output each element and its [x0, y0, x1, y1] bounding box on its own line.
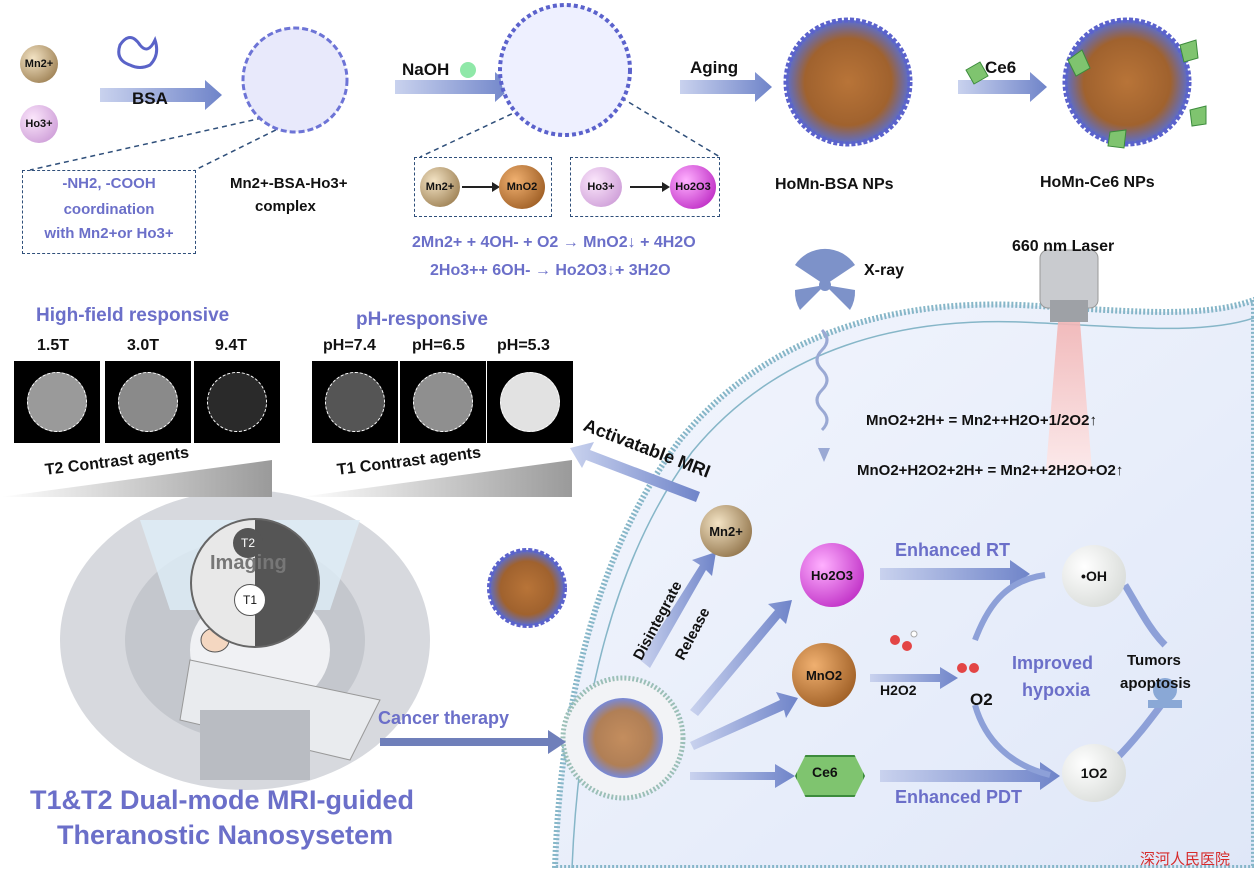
imaging-label: Imaging: [210, 552, 287, 574]
laser-label: 660 nm Laser: [1012, 238, 1115, 255]
phantom: [325, 372, 385, 432]
ho2o3-cell-sphere: Ho2O3: [800, 543, 864, 607]
enhanced-rt-label: Enhanced RT: [895, 540, 1011, 560]
main-title-line2: Theranostic Nanosysetem: [57, 820, 394, 850]
mn-released-label: Mn2+: [709, 523, 743, 539]
hydroxyl-label: •OH: [1081, 568, 1107, 584]
ce6-cell-shape: [795, 755, 865, 797]
hydroxyl-radical: •OH: [1062, 545, 1126, 607]
phantom: [27, 372, 87, 432]
mn-conversion-box: [414, 157, 552, 217]
phantom: [207, 372, 267, 432]
ho2o3-cell-label: Ho2O3: [811, 567, 853, 583]
equation-4: MnO2+H2O2+2H+ = Mn2++2H2O+O2↑: [857, 462, 1124, 479]
phantom: [500, 372, 560, 432]
ph-label-1: pH=7.4: [323, 337, 376, 354]
ho2o3-sphere-label: Ho2O3: [675, 181, 711, 193]
singlet-oxygen-label: 1O2: [1080, 765, 1108, 781]
mn-released-ion: Mn2+: [700, 505, 752, 557]
improved-label-1: Improved: [1012, 653, 1094, 673]
naoh-label: NaOH: [402, 60, 450, 79]
mn-ion-label: Mn2+: [24, 58, 54, 70]
tumor-apoptosis-icon: [1148, 678, 1182, 708]
equation-3: MnO2+2H+ = Mn2++H2O+1/2O2↑: [866, 412, 1097, 429]
complex-label-1: Mn2+-BSA-Ho3+: [230, 175, 348, 192]
ho-ion-small: Ho3+: [580, 167, 622, 207]
coordination-line1: -NH2, -COOH: [62, 175, 156, 192]
ho-conversion-box: [570, 157, 720, 217]
bsa-protein-icon: [117, 35, 159, 69]
mri-ph-5-3: [487, 361, 573, 443]
o2-label: O2: [970, 690, 993, 709]
bsa-label: BSA: [132, 89, 168, 108]
tumors-label-2: apoptosis: [1120, 675, 1191, 692]
ce6-cell-label: Ce6: [812, 764, 838, 780]
t2-badge: T2: [233, 528, 263, 558]
mno2-sphere: MnO2: [499, 165, 545, 209]
mno2-cell-sphere: MnO2: [792, 643, 856, 707]
ph-title: pH-responsive: [356, 309, 488, 330]
equation-2: 2Ho3++ 6OH- → Ho2O3↓+ 3H2O: [430, 262, 671, 279]
coordination-box: -NH2, -COOH coordination with Mn2+or Ho3…: [22, 170, 196, 254]
tumors-label-1: Tumors: [1127, 652, 1181, 669]
ce6-top-label: Ce6: [985, 58, 1017, 77]
mn-ion-small-label: Mn2+: [425, 181, 455, 193]
field-label-1: 1.5T: [37, 337, 70, 354]
complex-label-2: complex: [255, 198, 316, 215]
watermark-text: 深河人民医院: [1140, 850, 1231, 868]
mri-9-4t: [194, 361, 280, 443]
mri-ph-6-5: [400, 361, 486, 443]
singlet-oxygen: 1O2: [1062, 744, 1126, 802]
mn-ion-small: Mn2+: [420, 167, 460, 207]
ph-label-2: pH=6.5: [412, 337, 465, 354]
high-field-title: High-field responsive: [36, 305, 230, 326]
equation-1: 2Mn2+ + 4OH- + O2 → MnO2↓ + 4H2O: [412, 234, 696, 251]
radiation-icon: [794, 248, 856, 310]
xray-label: X-ray: [864, 262, 905, 279]
cancer-therapy-label: Cancer therapy: [378, 708, 510, 728]
t1-badge: T1: [234, 584, 266, 616]
ho-ion-small-label: Ho3+: [587, 181, 615, 193]
ph-label-3: pH=5.3: [497, 337, 550, 354]
ho-ion-label: Ho3+: [25, 118, 53, 130]
aging-label: Aging: [690, 58, 739, 77]
coordination-line2: coordination: [63, 201, 155, 218]
mno2-sphere-label: MnO2: [506, 181, 538, 193]
ho2o3-sphere: Ho2O3: [670, 165, 716, 209]
field-label-3: 9.4T: [215, 337, 248, 354]
enhanced-pdt-label: Enhanced PDT: [895, 787, 1023, 807]
mri-3-0t: [105, 361, 191, 443]
mno2-cell-label: MnO2: [805, 667, 843, 683]
mri-ph-7-4: [312, 361, 398, 443]
main-title-line1: T1&T2 Dual-mode MRI-guided: [30, 785, 414, 815]
phantom: [413, 372, 473, 432]
improved-label-2: hypoxia: [1022, 680, 1091, 700]
h2o2-label: H2O2: [880, 682, 917, 698]
ho-ion: Ho3+: [20, 105, 58, 143]
phantom: [118, 372, 178, 432]
field-label-2: 3.0T: [127, 337, 160, 354]
coordination-line3: with Mn2+or Ho3+: [44, 225, 174, 242]
homn-bsa-label: HoMn-BSA NPs: [775, 176, 894, 193]
homn-ce6-label: HoMn-Ce6 NPs: [1040, 174, 1155, 191]
mn-ion: Mn2+: [20, 45, 58, 83]
mri-1-5t: [14, 361, 100, 443]
